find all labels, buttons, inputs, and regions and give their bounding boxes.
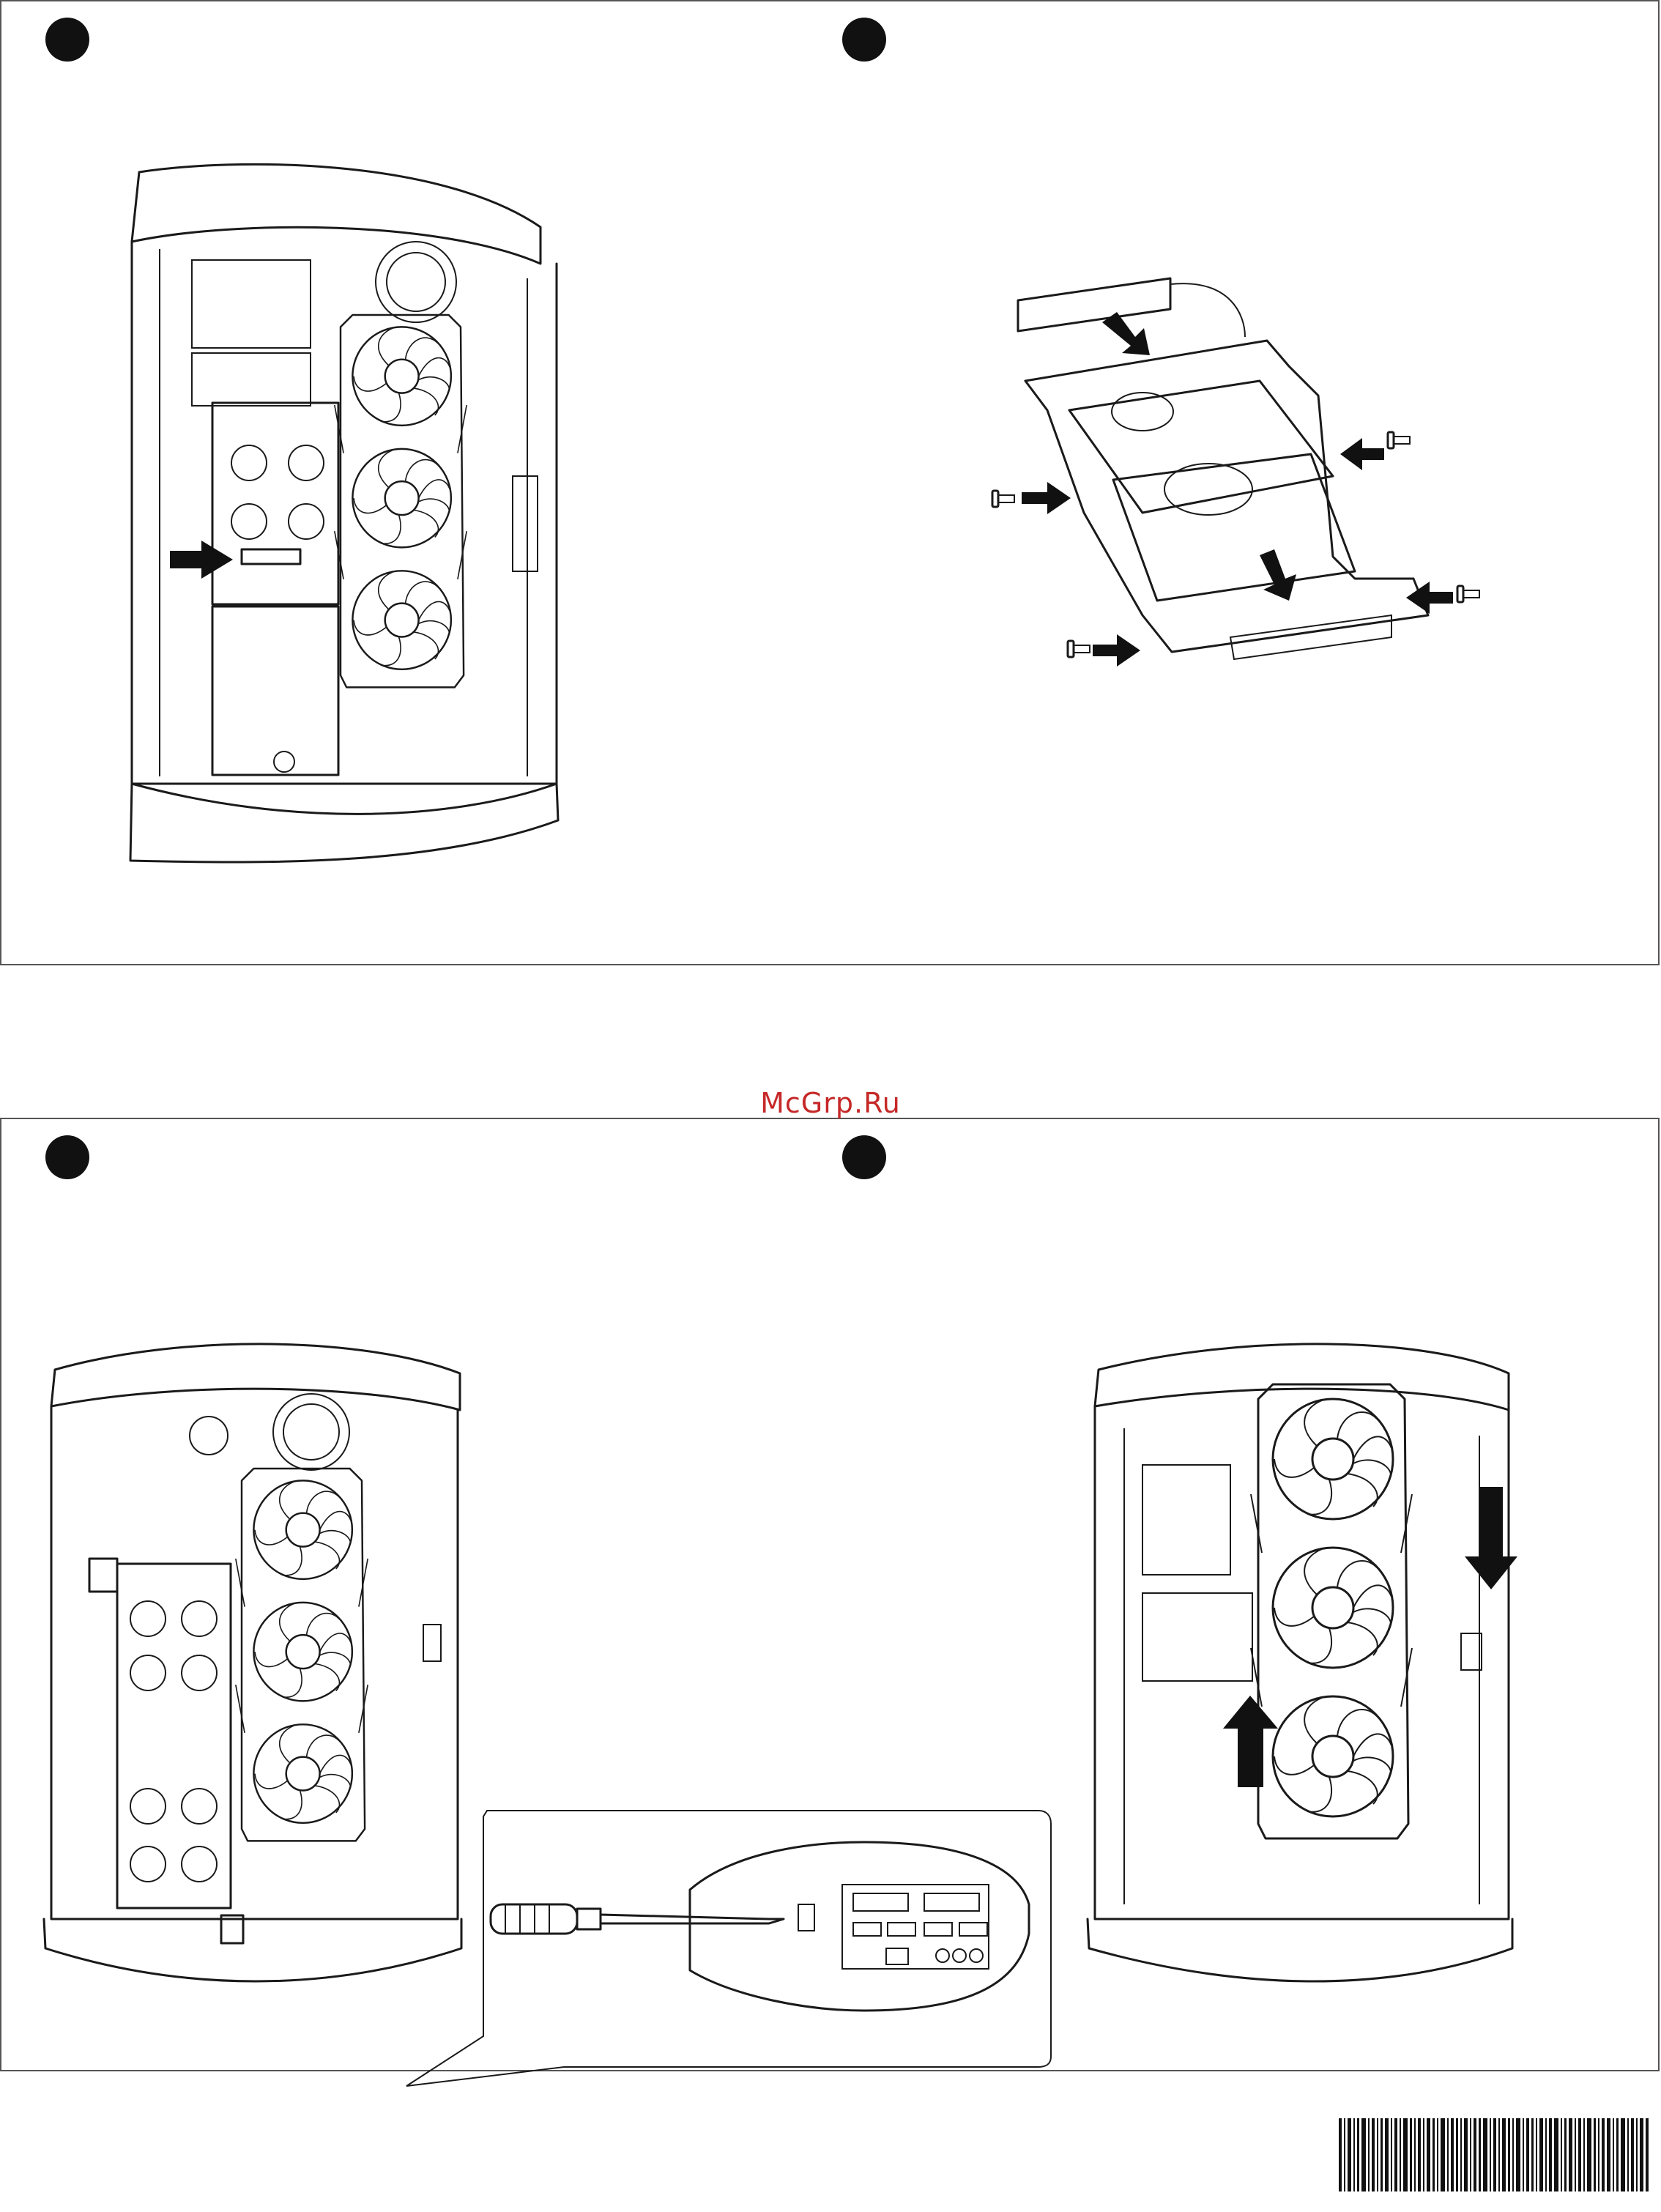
case-step-3: [44, 1344, 1051, 2086]
arrow-icon: [1022, 482, 1071, 514]
arrow-icon: [1102, 312, 1150, 355]
case-step-4: [1088, 1344, 1517, 1981]
barcode: [1339, 2118, 1649, 2191]
arrow-icon: [1260, 549, 1296, 601]
rotate-icon: [89, 1559, 117, 1592]
arrow-icon: [1093, 634, 1140, 667]
drive-tray-step-2: [992, 278, 1479, 667]
screwdriver-icon: [491, 1904, 784, 1934]
arrow-icon: [1406, 582, 1453, 614]
case-step-1: [130, 164, 558, 862]
arrow-icon: [1340, 438, 1384, 470]
arrow-icon: [170, 541, 233, 579]
arrow-icon: [1223, 1696, 1278, 1787]
